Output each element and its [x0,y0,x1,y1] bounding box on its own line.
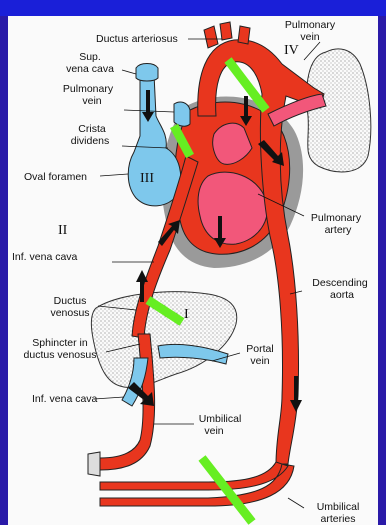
roman-numeral-III: III [140,171,154,186]
label-umbilical-arteries-line2: arteries [320,513,355,525]
label-ductus-venosus-line2: venosus [50,307,89,319]
lung [307,49,371,172]
label-pulmonary-vein-left-line1: Pulmonary [63,83,114,95]
diagram-panel: Ductus arteriosus Pulmonary vein Sup. ve… [8,16,378,525]
label-pulmonary-vein-right-line2: vein [300,31,319,43]
label-umbilical-arteries-line1: Umbilical [317,501,360,513]
label-umbilical-vein-line2: vein [204,425,223,437]
label-pulmonary-artery-line1: Pulmonary [311,212,362,224]
roman-numeral-II: II [58,223,68,238]
label-inf-vena-cava-upper: Inf. vena cava [12,251,78,263]
roman-numeral-IV: IV [284,43,299,58]
label-pulmonary-artery-line2: artery [325,224,353,236]
slide-top-bar [0,0,386,16]
umbilical-cord-stub [88,452,100,476]
umbilical-arteries-vessel [100,462,294,506]
roman-numeral-I: I [184,307,189,322]
label-inf-vena-cava-lower: Inf. vena cava [32,393,98,405]
label-ductus-venosus-line1: Ductus [54,295,87,307]
label-oval-foramen: Oval foramen [24,171,87,183]
sup-vena-cava-vessel [136,64,158,82]
pulmonary-vein-left-vessel [174,102,190,126]
label-pulmonary-vein-right-line1: Pulmonary [285,19,336,31]
label-sphincter-line2: ductus venosus [24,349,97,361]
label-pulmonary-vein-left-line2: vein [82,95,101,107]
label-crista-dividens-line1: Crista [78,123,106,135]
label-descending-aorta-line2: aorta [330,289,354,301]
label-crista-dividens-line2: dividens [71,135,110,147]
label-sup-vena-cava-line1: Sup. [79,51,101,63]
fetal-circulation-diagram: Ductus arteriosus Pulmonary vein Sup. ve… [8,16,378,525]
label-portal-vein-line2: vein [250,355,269,367]
label-sup-vena-cava-line2: vena cava [66,63,114,75]
label-descending-aorta-line1: Descending [312,277,368,289]
label-ductus-arteriosus: Ductus arteriosus [96,33,178,45]
label-sphincter-line1: Sphincter in [32,337,88,349]
label-portal-vein-line1: Portal [246,343,273,355]
label-umbilical-vein-line1: Umbilical [199,413,242,425]
